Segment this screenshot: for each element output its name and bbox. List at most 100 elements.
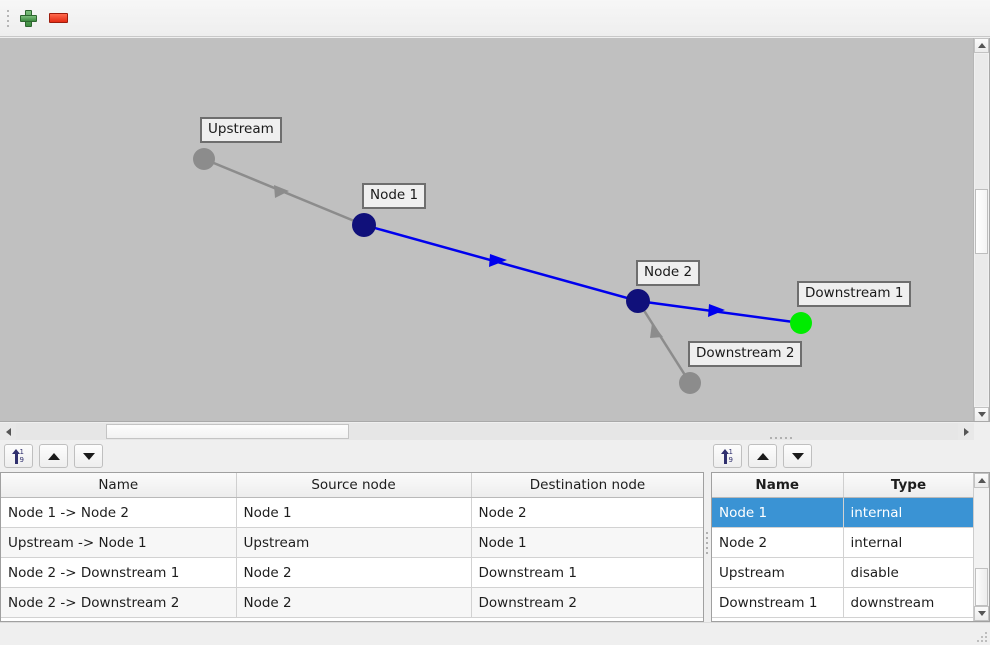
links-cell-name[interactable]: Node 2 -> Downstream 2 <box>1 587 237 618</box>
graph-scroll-left-button[interactable] <box>0 423 16 440</box>
graph-label-downstream2[interactable]: Downstream 2 <box>688 341 803 367</box>
edge-upstream-node1 <box>203 157 365 227</box>
table-row[interactable]: Node 1 -> Node 2 Node 1 Node 2 <box>1 497 703 528</box>
nodes-table-scrollbar[interactable] <box>973 473 989 621</box>
graph-scroll-track-lower[interactable] <box>975 254 988 406</box>
chevron-up-icon <box>977 478 986 483</box>
right-move-up-button[interactable] <box>748 444 777 468</box>
links-cell-destination[interactable]: Downstream 2 <box>471 587 703 618</box>
nodes-cell-name[interactable]: Downstream 1 <box>712 587 844 618</box>
nodes-scroll-down-button[interactable] <box>974 606 989 621</box>
links-cell-source[interactable]: Upstream <box>236 527 472 558</box>
links-cell-name[interactable]: Node 1 -> Node 2 <box>1 497 237 528</box>
links-col-source[interactable]: Source node <box>236 473 472 498</box>
status-bar <box>0 622 990 645</box>
table-row[interactable]: Node 2 -> Downstream 1 Node 2 Downstream… <box>1 557 703 588</box>
window-resize-grip[interactable] <box>977 632 987 642</box>
nodes-table-panel: Name Type Node 1 internal Node 2 interna… <box>711 472 990 622</box>
remove-button[interactable] <box>43 4 73 32</box>
chevron-right-icon <box>963 427 969 436</box>
links-table-header-row: Name Source node Destination node <box>1 473 703 498</box>
edge-node2-downstream1 <box>637 299 802 325</box>
nodes-scroll-up-button[interactable] <box>974 473 989 488</box>
nodes-col-name[interactable]: Name <box>712 473 844 498</box>
graph-canvas[interactable]: Upstream Node 1 Node 2 Downstream 1 Down… <box>0 38 974 421</box>
graph-edges <box>193 148 812 394</box>
triangle-down-icon <box>791 452 804 460</box>
table-row[interactable]: Node 2 -> Downstream 2 Node 2 Downstream… <box>1 587 703 618</box>
links-cell-name[interactable]: Upstream -> Node 1 <box>1 527 237 558</box>
nodes-cell-name[interactable]: Node 2 <box>712 527 844 558</box>
graph-scroll-track-upper[interactable] <box>975 54 988 189</box>
graph-scroll-thumb[interactable] <box>975 189 988 254</box>
links-table[interactable]: Name Source node Destination node Node 1… <box>1 473 703 618</box>
chevron-down-icon <box>977 611 986 616</box>
nodes-cell-name[interactable]: Upstream <box>712 557 844 588</box>
graph-view[interactable]: Upstream Node 1 Node 2 Downstream 1 Down… <box>0 38 990 422</box>
nodes-cell-type[interactable]: internal <box>843 497 975 528</box>
links-cell-destination[interactable]: Node 1 <box>471 527 703 558</box>
links-cell-source[interactable]: Node 1 <box>236 497 472 528</box>
graph-horizontal-scrollbar[interactable] <box>0 423 974 440</box>
chevron-up-icon <box>977 43 986 48</box>
right-move-down-button[interactable] <box>783 444 812 468</box>
graph-node-node2 <box>626 289 650 313</box>
nodes-table[interactable]: Name Type Node 1 internal Node 2 interna… <box>712 473 975 618</box>
links-col-name[interactable]: Name <box>1 473 237 498</box>
table-row[interactable]: Upstream -> Node 1 Upstream Node 1 <box>1 527 703 558</box>
links-cell-source[interactable]: Node 2 <box>236 557 472 588</box>
graph-node-node1 <box>352 213 376 237</box>
nodes-scroll-thumb[interactable] <box>975 568 988 606</box>
vertical-splitter-handle[interactable] <box>706 532 708 554</box>
minus-icon <box>48 13 68 23</box>
triangle-up-icon <box>47 452 60 460</box>
add-button[interactable] <box>13 4 43 32</box>
graph-label-node1[interactable]: Node 1 <box>362 183 427 209</box>
graph-scroll-down-button[interactable] <box>974 407 989 421</box>
nodes-table-header-row: Name Type <box>712 473 975 498</box>
triangle-up-icon <box>756 452 769 460</box>
graph-node-downstream1 <box>790 312 812 334</box>
table-row[interactable]: Node 2 internal <box>712 527 975 558</box>
graph-scroll-right-button[interactable] <box>958 423 974 440</box>
links-table-panel: Name Source node Destination node Node 1… <box>0 472 704 622</box>
nodes-cell-type[interactable]: downstream <box>843 587 975 618</box>
triangle-down-icon <box>82 452 95 460</box>
nodes-cell-type[interactable]: internal <box>843 527 975 558</box>
main-toolbar <box>0 0 990 37</box>
edge-node2-downstream2 <box>636 300 692 384</box>
table-row[interactable]: Downstream 1 downstream <box>712 587 975 618</box>
graph-label-upstream[interactable]: Upstream <box>200 117 282 143</box>
graph-scroll-up-button[interactable] <box>974 38 989 53</box>
chevron-left-icon <box>5 427 11 436</box>
left-move-up-button[interactable] <box>39 444 68 468</box>
toolbar-drag-handle[interactable] <box>3 6 13 30</box>
plus-icon <box>19 9 37 27</box>
links-cell-name[interactable]: Node 2 -> Downstream 1 <box>1 557 237 588</box>
table-row[interactable]: Upstream disable <box>712 557 975 588</box>
nodes-cell-type[interactable]: disable <box>843 557 975 588</box>
horizontal-splitter-handle[interactable] <box>770 437 792 439</box>
edge-node1-node2 <box>363 223 639 303</box>
links-cell-source[interactable]: Node 2 <box>236 587 472 618</box>
nodes-cell-name[interactable]: Node 1 <box>712 497 844 528</box>
links-col-destination[interactable]: Destination node <box>471 473 703 498</box>
graph-vertical-scrollbar[interactable] <box>973 38 989 421</box>
links-cell-destination[interactable]: Node 2 <box>471 497 703 528</box>
graph-node-downstream2 <box>679 372 701 394</box>
left-move-down-button[interactable] <box>74 444 103 468</box>
chevron-down-icon <box>977 412 986 417</box>
nodes-col-type[interactable]: Type <box>843 473 975 498</box>
graph-label-node2[interactable]: Node 2 <box>636 260 701 286</box>
graph-label-downstream1[interactable]: Downstream 1 <box>797 281 912 307</box>
graph-hscroll-thumb[interactable] <box>106 424 349 439</box>
links-cell-destination[interactable]: Downstream 1 <box>471 557 703 588</box>
table-row[interactable]: Node 1 internal <box>712 497 975 528</box>
